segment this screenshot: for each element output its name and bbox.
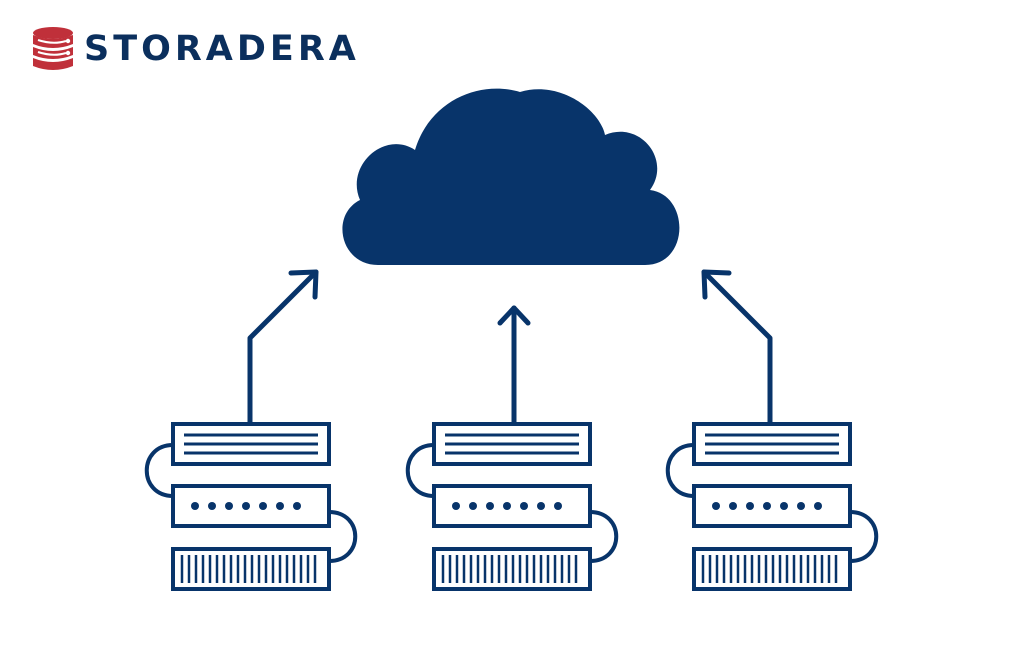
cloud-icon <box>342 88 680 266</box>
arrow-up-icon-right <box>701 269 773 425</box>
brand-name: STORADERA <box>84 28 360 69</box>
database-icon <box>33 27 73 70</box>
arrow-up-icon-left <box>247 269 319 425</box>
server-stack-center <box>405 422 619 591</box>
server-stack-left <box>144 422 358 591</box>
server-stack-right <box>665 422 879 591</box>
arrow-up-icon-center <box>497 305 531 425</box>
brand-logo: STORADERA <box>30 26 360 72</box>
